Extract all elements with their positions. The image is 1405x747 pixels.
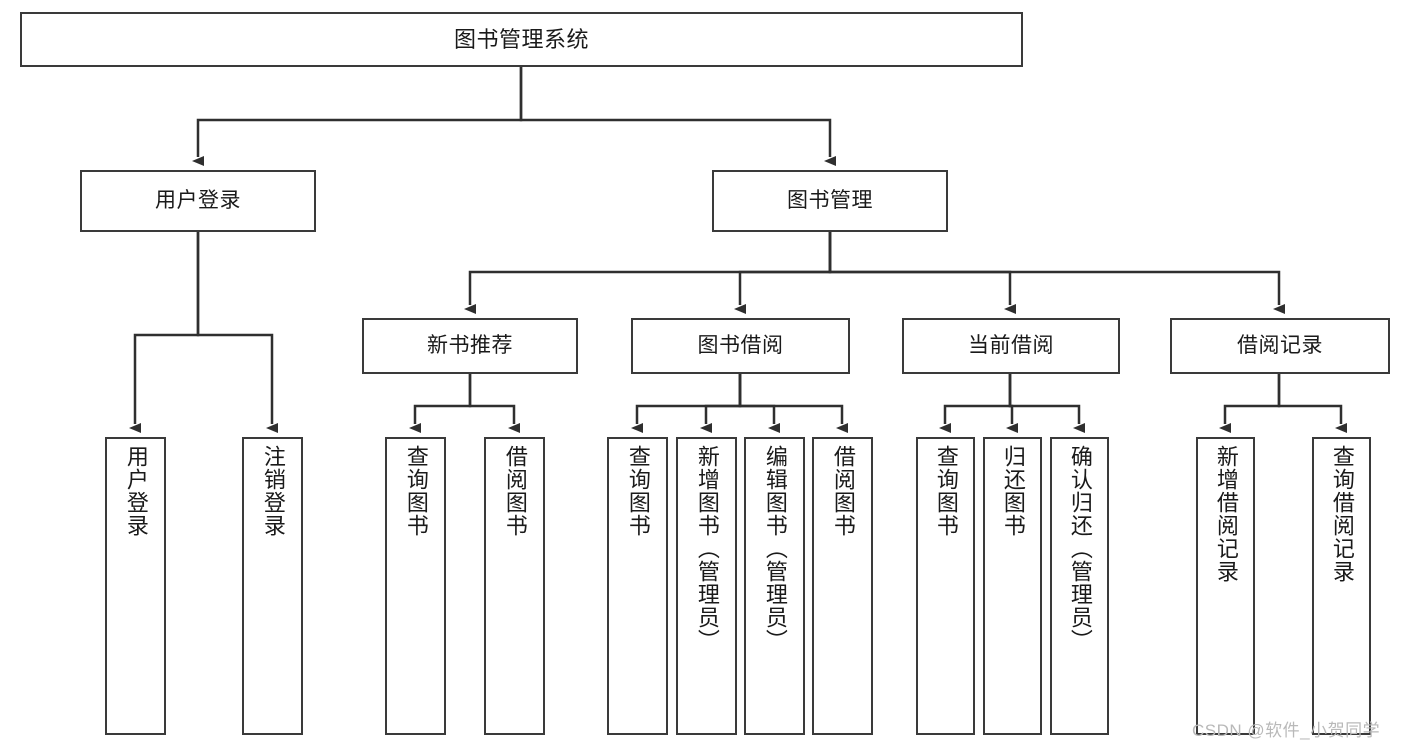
node-label: 图书借阅: [697, 333, 784, 357]
node-leaf-query-record[interactable]: 查询借阅记录: [1312, 437, 1371, 735]
node-label: 查询图书: [403, 445, 429, 537]
connector-book-manage-to-current-borrow: [828, 232, 1016, 314]
node-label: 图书管理系统: [453, 26, 589, 52]
connector-book-borrow-to-leaf-query-book-2: [631, 374, 742, 433]
node-leaf-return-book[interactable]: 归还图书: [983, 437, 1042, 735]
node-book-borrow[interactable]: 图书借阅: [631, 318, 850, 374]
node-label: 确认归还（管理员）: [1067, 445, 1093, 652]
connector-user-login-to-leaf-logout: [196, 232, 278, 433]
node-label: 新书推荐: [427, 333, 513, 357]
node-label: 新增图书（管理员）: [694, 445, 720, 652]
connector-book-borrow-to-leaf-add-book: [700, 374, 742, 433]
node-leaf-borrow-book-1[interactable]: 借阅图书: [484, 437, 545, 735]
connector-book-manage-to-book-borrow: [734, 232, 832, 314]
connector-book-manage-to-borrow-record: [828, 232, 1285, 314]
node-label: 新增借阅记录: [1213, 445, 1239, 583]
node-new-book-recommend[interactable]: 新书推荐: [362, 318, 578, 374]
node-user-login[interactable]: 用户登录: [80, 170, 316, 232]
node-leaf-query-book-2[interactable]: 查询图书: [607, 437, 668, 735]
node-label: 借阅图书: [830, 445, 856, 537]
connector-book-borrow-to-leaf-edit-book: [738, 374, 780, 433]
node-current-borrow[interactable]: 当前借阅: [902, 318, 1120, 374]
node-leaf-query-book-1[interactable]: 查询图书: [385, 437, 446, 735]
node-leaf-edit-book[interactable]: 编辑图书（管理员）: [744, 437, 805, 735]
node-label: 用户登录: [155, 188, 241, 212]
connector-borrow-record-to-leaf-query-record: [1277, 374, 1347, 433]
connector-root-to-user-login: [192, 67, 523, 166]
connector-new-book-recommend-to-leaf-query-book-1: [409, 374, 472, 433]
node-label: 借阅图书: [502, 445, 528, 537]
node-leaf-logout[interactable]: 注销登录: [242, 437, 303, 735]
connector-borrow-record-to-leaf-add-record: [1219, 374, 1281, 433]
node-label: 当前借阅: [968, 333, 1054, 357]
node-label: 用户登录: [123, 445, 149, 537]
connector-current-borrow-to-leaf-query-book-3: [939, 374, 1012, 433]
connector-new-book-recommend-to-leaf-borrow-book-1: [468, 374, 520, 433]
node-label: 查询借阅记录: [1329, 445, 1355, 583]
node-label: 归还图书: [1000, 445, 1026, 537]
node-leaf-borrow-book-2[interactable]: 借阅图书: [812, 437, 873, 735]
connector-current-borrow-to-leaf-confirm-return: [1008, 374, 1085, 433]
node-label: 查询图书: [933, 445, 959, 537]
connector-book-manage-to-new-book-recommend: [464, 232, 832, 314]
node-leaf-user-login[interactable]: 用户登录: [105, 437, 166, 735]
node-leaf-query-book-3[interactable]: 查询图书: [916, 437, 975, 735]
node-label: 查询图书: [625, 445, 651, 537]
node-leaf-confirm-return[interactable]: 确认归还（管理员）: [1050, 437, 1109, 735]
node-root[interactable]: 图书管理系统: [20, 12, 1023, 67]
node-label: 编辑图书（管理员）: [762, 445, 788, 652]
connector-book-borrow-to-leaf-borrow-book-2: [738, 374, 848, 433]
edge-group: [129, 67, 1347, 433]
node-book-manage[interactable]: 图书管理: [712, 170, 948, 232]
node-label: 注销登录: [260, 445, 286, 537]
node-borrow-record[interactable]: 借阅记录: [1170, 318, 1390, 374]
connector-user-login-to-leaf-user-login: [129, 232, 200, 433]
node-label: 图书管理: [787, 188, 873, 212]
node-leaf-add-book[interactable]: 新增图书（管理员）: [676, 437, 737, 735]
connector-root-to-book-manage: [519, 67, 836, 166]
node-label: 借阅记录: [1237, 333, 1323, 357]
node-leaf-add-record[interactable]: 新增借阅记录: [1196, 437, 1255, 735]
